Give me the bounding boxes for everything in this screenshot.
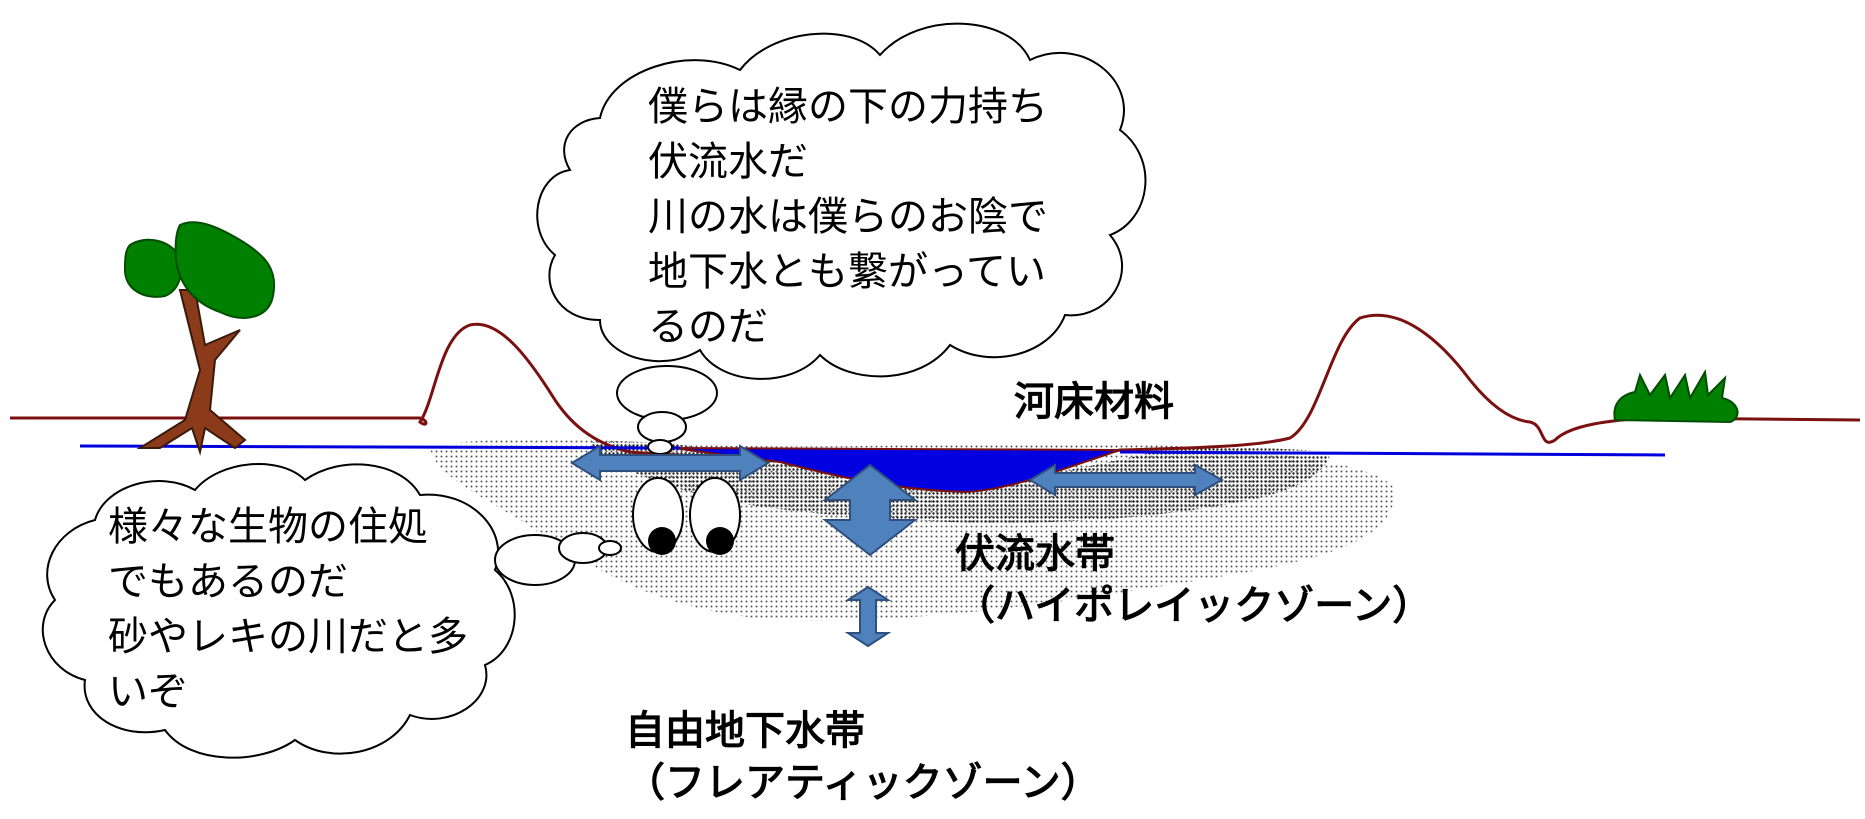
groundwater-exchange-arrow [844, 585, 892, 648]
thought-dot-left-3 [598, 540, 622, 556]
top-bubble-line-1: 僕らは縁の下の力持ち [648, 84, 1048, 130]
grass-tuft [1613, 368, 1739, 424]
left-bubble-text: 様々な生物の住処 でもあるのだ 砂やレキの川だと多 いぞ [108, 500, 468, 720]
tree [123, 221, 276, 456]
thought-dot-top-2 [637, 411, 687, 443]
left-bubble-line-1: 様々な生物の住処 [108, 504, 428, 550]
left-bubble-line-4: いぞ [108, 669, 188, 715]
phreatic-zone-subtitle: （フレアティックゾーン） [625, 760, 1101, 806]
water-table-right [1119, 450, 1666, 457]
water-table-left [79, 444, 681, 450]
top-bubble-line-4: 地下水とも繋がってい [648, 249, 1046, 295]
vertical-exchange-arrow [822, 463, 918, 557]
hyporheic-zone-label: 伏流水帯 （ハイポレイックゾーン） [955, 528, 1432, 632]
hyporheic-zone-subtitle: （ハイポレイックゾーン） [955, 583, 1433, 629]
top-bubble-text: 僕らは縁の下の力持ち 伏流水だ 川の水は僕らのお陰で 地下水とも繋がってい るの… [648, 80, 1048, 355]
thought-dot-top-3 [647, 439, 673, 455]
top-bubble-line-3: 川の水は僕らのお陰で [648, 194, 1048, 240]
left-bubble-line-3: 砂やレキの川だと多 [108, 614, 468, 660]
flow-arrow-left [570, 444, 770, 482]
phreatic-zone-label: 自由地下水帯 （フレアティックゾーン） [625, 705, 1101, 809]
top-bubble-line-5: るのだ [648, 304, 768, 350]
flow-arrow-right [1028, 463, 1225, 497]
thought-bubble-top [536, 22, 1147, 380]
riverbed-material-label: 河床材料 [1014, 379, 1174, 425]
hyporheic-zone-title: 伏流水帯 [955, 531, 1115, 577]
left-bubble-line-2: でもあるのだ [108, 559, 348, 605]
phreatic-zone-title: 自由地下水帯 [625, 708, 865, 754]
thought-bubble-left [41, 463, 516, 759]
top-bubble-line-2: 伏流水だ [648, 139, 808, 185]
eyes [632, 477, 741, 555]
